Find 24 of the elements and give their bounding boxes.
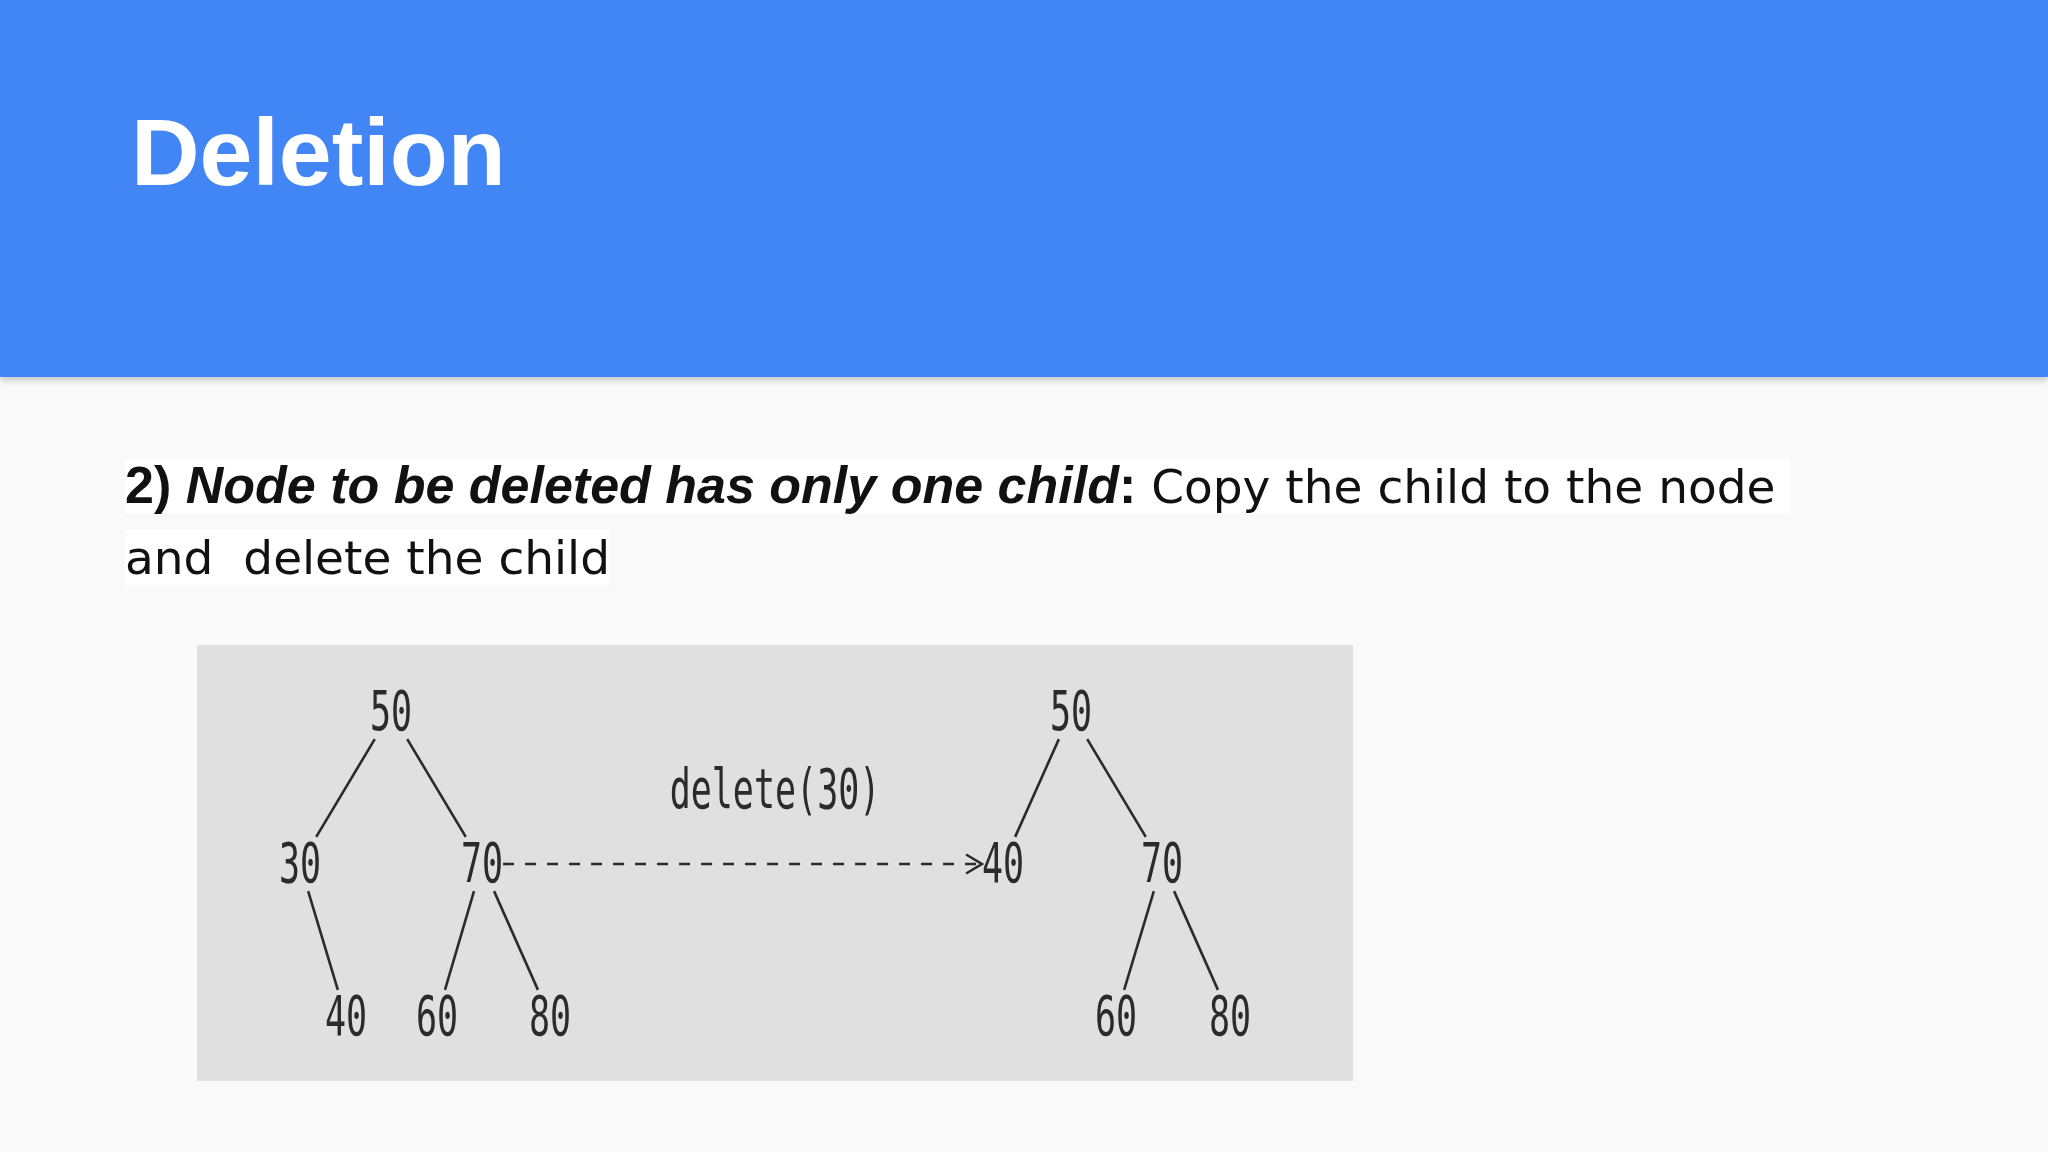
- node-value: 50: [369, 684, 413, 740]
- connector-line: [443, 890, 476, 991]
- edge-label: delete(30): [669, 762, 881, 818]
- figure-panel: [197, 645, 1353, 1081]
- connector-line: [315, 738, 376, 838]
- node-value: 60: [1094, 989, 1138, 1045]
- connector-line: [1172, 890, 1220, 991]
- connector-line: [306, 890, 340, 991]
- node-value: 60: [415, 989, 459, 1045]
- node-value: 30: [278, 836, 322, 892]
- slide-title: Deletion: [131, 105, 506, 200]
- connector-line: [1122, 890, 1156, 991]
- node-value: 80: [528, 989, 572, 1045]
- node-value: 80: [1208, 989, 1252, 1045]
- connector-line: [406, 738, 467, 838]
- connector-line: [1086, 738, 1147, 838]
- connector-line: [1013, 738, 1061, 838]
- node-value: 50: [1049, 684, 1093, 740]
- node-value: 40: [324, 989, 368, 1045]
- connector-line: [492, 890, 540, 991]
- dashed-arrow: [503, 853, 984, 875]
- node-value: 70: [1140, 836, 1184, 892]
- node-value: 70: [460, 836, 504, 892]
- node-value: 40: [981, 836, 1025, 892]
